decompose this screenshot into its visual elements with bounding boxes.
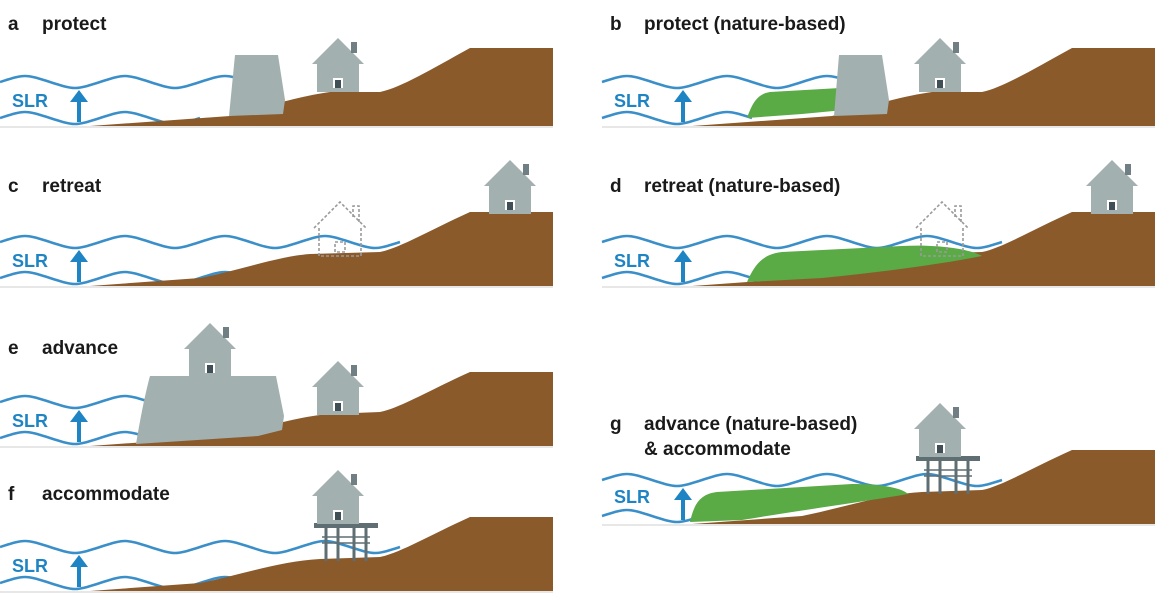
water-waves: [0, 394, 151, 446]
house-icon: [1086, 160, 1138, 214]
panel-title: advance (nature-based): [644, 414, 858, 435]
house-icon: [914, 403, 966, 457]
scene: [601, 38, 1155, 128]
panel-title: retreat: [42, 176, 102, 197]
panel-g: g advance (nature-based) & accommodate S…: [601, 398, 1156, 533]
panel-title: protect (nature-based): [644, 14, 846, 35]
vegetation: [690, 484, 908, 522]
scene: [0, 323, 553, 448]
water-waves: [601, 74, 853, 126]
slr-label: SLR: [614, 251, 650, 271]
water-waves: [601, 234, 1003, 286]
arrow-up-icon: [674, 250, 692, 282]
scene: [601, 403, 1155, 526]
panel-b: b protect (nature-based) SLR: [601, 0, 1156, 135]
scene: [0, 160, 553, 288]
panel-a: a protect SLR: [0, 0, 560, 135]
seawall: [834, 55, 889, 116]
reclaimed-land: [136, 376, 284, 444]
scene: [0, 38, 553, 128]
vegetation: [747, 88, 844, 118]
water-waves: [601, 472, 1003, 524]
land: [90, 212, 553, 286]
house-icon: [312, 361, 364, 415]
panel-letter: b: [610, 14, 622, 35]
slr-label: SLR: [12, 91, 48, 111]
arrow-up-icon: [70, 555, 88, 587]
land: [692, 48, 1155, 126]
panel-letter: a: [8, 14, 19, 35]
water-waves: [0, 234, 401, 286]
house-icon: [484, 160, 536, 214]
vegetation: [747, 245, 982, 282]
panel-title: retreat (nature-based): [644, 176, 841, 197]
slr-label: SLR: [12, 411, 48, 431]
seawall: [229, 55, 285, 116]
panel-letter: d: [610, 176, 622, 197]
land: [90, 48, 553, 126]
panel-letter: c: [8, 176, 19, 197]
land: [692, 212, 1155, 286]
scene: [0, 470, 553, 593]
panel-title: protect: [42, 14, 107, 35]
panel-e: e advance SLR: [0, 320, 560, 455]
house-icon: [312, 38, 364, 92]
ghost-house-icon: [313, 201, 367, 257]
panel-title-line2: & accommodate: [644, 439, 791, 460]
arrow-up-icon: [70, 250, 88, 282]
panel-d: d retreat (nature-based) SLR: [601, 160, 1156, 295]
house-icon: [914, 38, 966, 92]
panel-f: f accommodate SLR: [0, 465, 560, 600]
land: [90, 517, 553, 591]
land: [90, 372, 553, 446]
slr-label: SLR: [12, 251, 48, 271]
panel-letter: f: [8, 484, 15, 505]
panel-letter: g: [610, 414, 622, 435]
land: [692, 450, 1155, 524]
house-icon: [312, 470, 364, 524]
panel-c: c retreat SLR: [0, 160, 560, 295]
slr-label: SLR: [12, 556, 48, 576]
slr-label: SLR: [614, 91, 650, 111]
arrow-up-icon: [70, 90, 88, 122]
panel-title: accommodate: [42, 484, 170, 505]
arrow-up-icon: [674, 90, 692, 122]
panel-title: advance: [42, 338, 119, 359]
slr-label: SLR: [614, 487, 650, 507]
arrow-up-icon: [674, 488, 692, 520]
scene: [601, 160, 1155, 288]
arrow-up-icon: [70, 410, 88, 442]
panel-letter: e: [8, 338, 19, 359]
house-icon: [184, 323, 236, 377]
water-waves: [0, 539, 401, 591]
